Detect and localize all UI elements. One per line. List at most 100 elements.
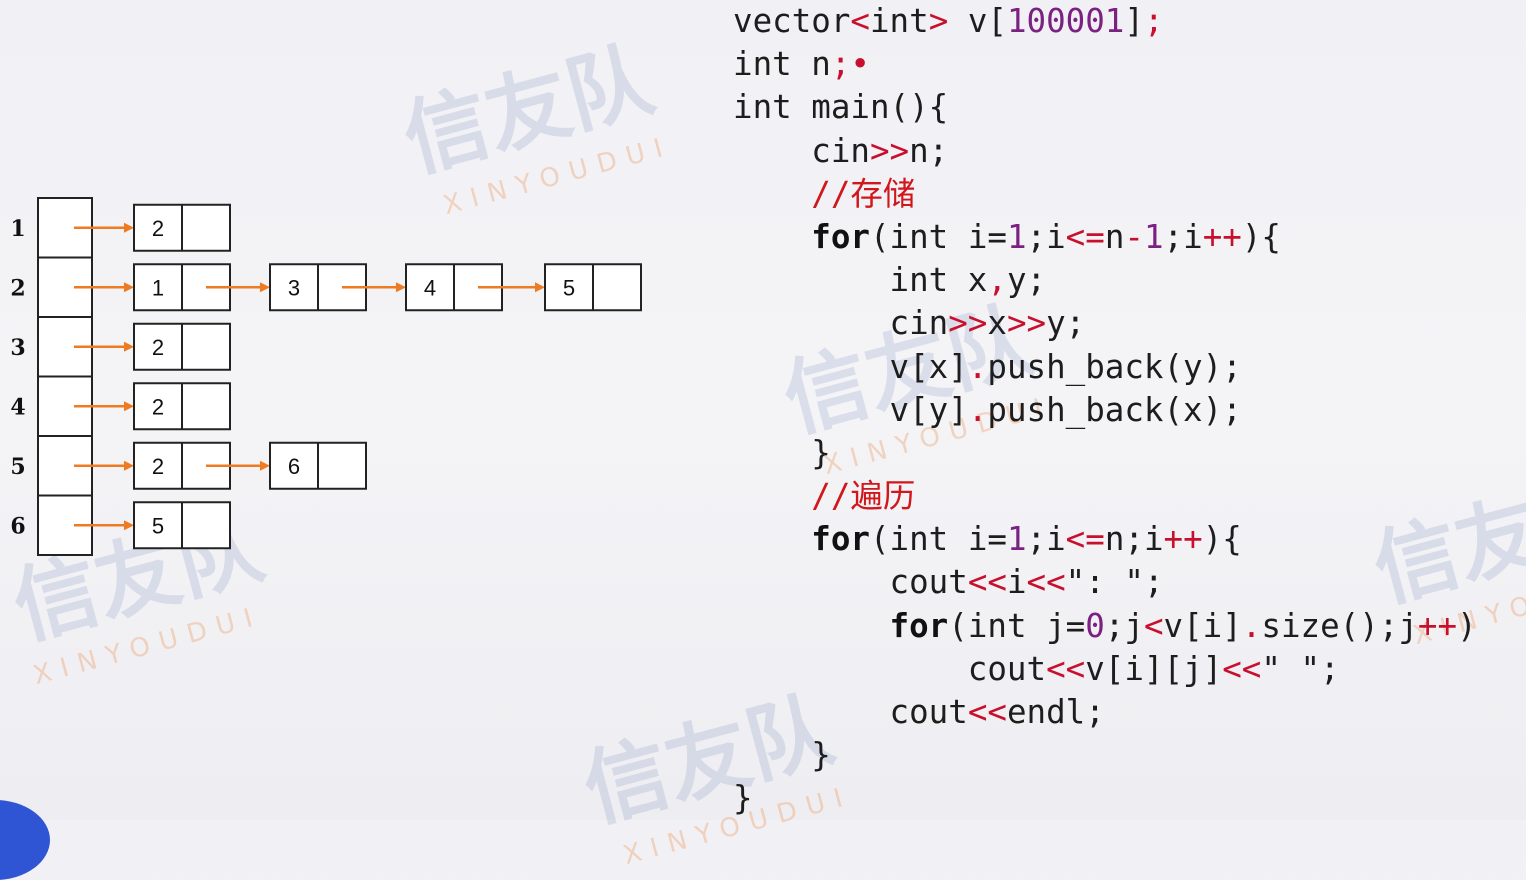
node-value: 6 bbox=[288, 454, 300, 479]
code-token: } bbox=[733, 433, 831, 472]
code-token: > bbox=[928, 2, 949, 40]
code-token: i bbox=[1006, 563, 1027, 602]
code-token: v[i] bbox=[1163, 606, 1242, 645]
code-token: y; bbox=[1046, 304, 1086, 343]
code-token: (int i= bbox=[869, 217, 1007, 256]
code-line: int n;• bbox=[733, 43, 1477, 86]
code-token bbox=[733, 520, 811, 558]
code-line: //遍历 bbox=[733, 475, 1477, 518]
code-block: vector<int> v[100001];int n;•int main(){… bbox=[733, 0, 1477, 821]
code-token: ;i bbox=[1026, 217, 1066, 256]
code-token: 100001 bbox=[1006, 2, 1125, 40]
code-token: x bbox=[987, 304, 1007, 343]
vertex-label: 4 bbox=[10, 394, 25, 420]
vertex-label: 6 bbox=[10, 513, 25, 539]
vertex-label: 5 bbox=[10, 454, 25, 480]
arrow-head bbox=[396, 282, 406, 293]
code-line: cin>>x>>y; bbox=[733, 302, 1477, 345]
code-token: ) bbox=[1457, 606, 1477, 645]
code-token: . bbox=[967, 347, 988, 386]
code-token: ;j bbox=[1104, 606, 1144, 645]
code-token: cout bbox=[733, 693, 968, 731]
code-token: } bbox=[733, 736, 831, 775]
code-token: int n bbox=[733, 45, 831, 84]
code-token: n bbox=[1104, 217, 1125, 256]
code-token: int main(){ bbox=[733, 88, 949, 127]
code-token: endl; bbox=[1006, 693, 1105, 731]
code-token: <= bbox=[1065, 217, 1105, 256]
code-token: 1 bbox=[1006, 217, 1027, 256]
node-value: 2 bbox=[152, 216, 164, 241]
code-line: vector<int> v[100001]; bbox=[733, 0, 1477, 43]
code-comment: //遍历 bbox=[811, 477, 916, 516]
code-token: push_back(x); bbox=[987, 390, 1242, 429]
code-token: int x bbox=[733, 261, 988, 300]
code-token: n; bbox=[909, 131, 949, 170]
arrow-head bbox=[124, 222, 134, 233]
code-token: cin bbox=[733, 304, 949, 343]
code-token: y; bbox=[1006, 261, 1047, 300]
node-value: 2 bbox=[152, 394, 164, 419]
code-token: v[i][j] bbox=[1085, 649, 1223, 688]
code-token: ){ bbox=[1202, 520, 1242, 559]
code-token: 0 bbox=[1085, 606, 1105, 645]
code-token: ++ bbox=[1202, 217, 1242, 256]
corner-decoration bbox=[0, 800, 50, 880]
code-line: cout<<endl; bbox=[733, 691, 1477, 734]
code-token: ++ bbox=[1417, 606, 1458, 645]
code-line: cout<<i<<": "; bbox=[733, 561, 1477, 604]
arrow-head bbox=[535, 282, 545, 293]
node-value: 2 bbox=[152, 335, 164, 360]
code-token: vector bbox=[733, 2, 851, 40]
code-token: ": "; bbox=[1065, 563, 1164, 602]
code-token bbox=[733, 175, 811, 213]
code-token: >> bbox=[1006, 304, 1047, 343]
code-token: < bbox=[850, 2, 870, 40]
code-comment: //存储 bbox=[811, 174, 916, 213]
node-value: 5 bbox=[152, 513, 164, 538]
vertex-label: 2 bbox=[10, 275, 25, 301]
code-token: • bbox=[850, 45, 870, 84]
code-token: >> bbox=[948, 304, 988, 343]
code-token: 1 bbox=[1143, 217, 1164, 256]
code-token bbox=[733, 218, 811, 256]
arrow-head bbox=[124, 401, 134, 412]
code-line: for(int j=0;j<v[i].size();j++) bbox=[733, 605, 1477, 648]
code-token bbox=[733, 477, 811, 515]
code-line: int x,y; bbox=[733, 259, 1477, 302]
arrow-head bbox=[124, 520, 134, 531]
node-value: 3 bbox=[288, 275, 300, 300]
code-token: size();j bbox=[1261, 606, 1418, 645]
code-line: cin>>n; bbox=[733, 130, 1477, 173]
code-token: push_back(y); bbox=[987, 347, 1242, 386]
code-line: } bbox=[733, 432, 1477, 475]
code-token: << bbox=[967, 693, 1007, 731]
node-value: 4 bbox=[424, 275, 436, 300]
code-line: v[y].push_back(x); bbox=[733, 389, 1477, 432]
code-token: <= bbox=[1065, 520, 1105, 559]
code-token: << bbox=[1222, 649, 1262, 688]
code-line: int main(){ bbox=[733, 86, 1477, 129]
code-token: 1 bbox=[1006, 520, 1027, 559]
code-token: >> bbox=[869, 131, 910, 170]
code-token: cout bbox=[733, 649, 1047, 688]
code-line: //存储 bbox=[733, 173, 1477, 216]
code-token: . bbox=[967, 390, 988, 429]
code-token: v[x] bbox=[733, 347, 968, 386]
code-token: for bbox=[811, 217, 870, 256]
code-line: v[x].push_back(y); bbox=[733, 346, 1477, 389]
code-line: } bbox=[733, 734, 1477, 777]
arrow-head bbox=[124, 460, 134, 471]
code-token: << bbox=[1026, 563, 1066, 602]
code-line: cout<<v[i][j]<<" "; bbox=[733, 648, 1477, 691]
arrow-head bbox=[260, 282, 270, 293]
vertex-label: 1 bbox=[10, 216, 25, 242]
code-token: n;i bbox=[1104, 520, 1164, 559]
code-token: int bbox=[869, 2, 929, 40]
code-token: ;i bbox=[1026, 520, 1066, 559]
code-line: for(int i=1;i<=n;i++){ bbox=[733, 518, 1477, 561]
arrow-head bbox=[260, 460, 270, 471]
code-token: - bbox=[1124, 217, 1144, 256]
